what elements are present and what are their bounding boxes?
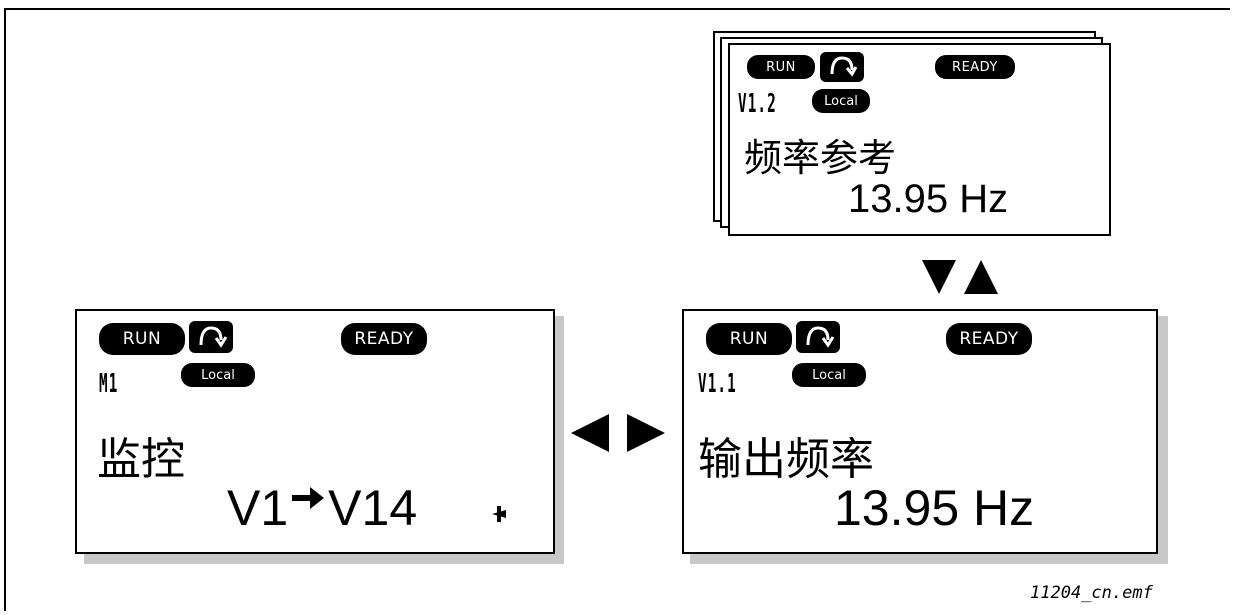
rotation-icon [189, 321, 233, 353]
run-badge: RUN [706, 323, 792, 355]
run-badge: RUN [747, 55, 815, 79]
arrow-right-triangle-icon [627, 414, 665, 452]
lcd-screen-ref: RUN READY V1.2 Local 频率参考 13.95 Hz [728, 43, 1111, 236]
arrow-left-icon [571, 414, 609, 452]
run-badge: RUN [99, 323, 185, 355]
ready-badge: READY [341, 323, 427, 355]
menu-code: M1 [99, 369, 119, 399]
parameter-title: 频率参考 [744, 136, 897, 180]
scroll-icon [492, 506, 506, 522]
menu-title: 监控 [97, 434, 185, 485]
range-end: V14 [328, 480, 418, 536]
rotation-icon [820, 52, 864, 82]
ready-badge: READY [946, 323, 1032, 355]
rotation-icon [796, 321, 840, 353]
local-badge: Local [812, 89, 870, 113]
arrow-right-icon [292, 487, 325, 509]
local-badge: Local [181, 363, 255, 387]
menu-code: V1.1 [698, 369, 737, 399]
lcd-screen-output: RUN READY V1.1 Local 输出频率 13.95 Hz [682, 309, 1158, 554]
arrow-down-icon [922, 260, 956, 294]
range-start: V1 [227, 480, 289, 536]
menu-code: V1.2 [738, 89, 777, 119]
local-badge: Local [792, 363, 866, 387]
figure-caption: 11204_cn.emf [1030, 583, 1153, 603]
parameter-title: 输出频率 [698, 434, 874, 485]
lcd-screen-menu: RUN READY M1 Local 监控 V1 V14 [75, 309, 555, 554]
menu-range: V1 V14 [227, 479, 417, 537]
parameter-value: 13.95 Hz [834, 480, 1035, 536]
ready-badge: READY [935, 55, 1015, 79]
parameter-value: 13.95 Hz [848, 177, 1009, 221]
arrow-up-icon [964, 260, 998, 294]
